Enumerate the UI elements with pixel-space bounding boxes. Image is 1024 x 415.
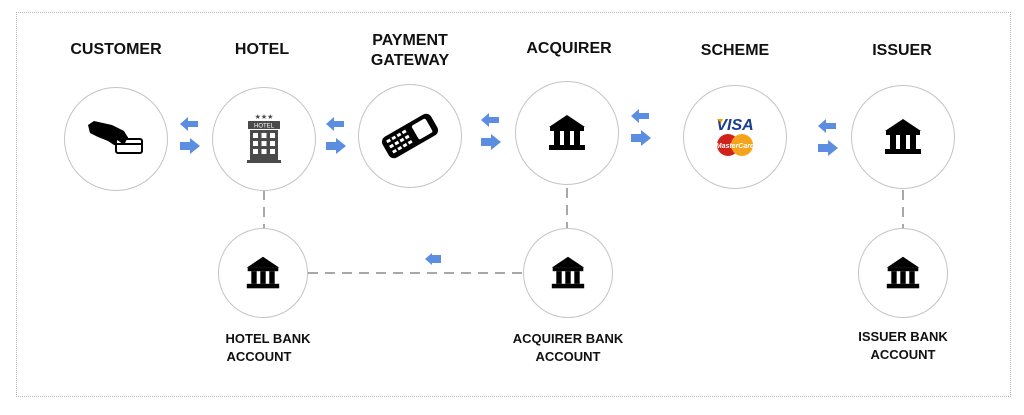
label-line: ACCOUNT bbox=[535, 349, 601, 364]
account-label-issuer-bank: ISSUER BANK ACCOUNT bbox=[823, 328, 983, 364]
node-title-issuer: ISSUER bbox=[872, 42, 932, 59]
flow-arrows-scheme-issuer bbox=[816, 118, 840, 158]
node-title-acquirer: ACQUIRER bbox=[526, 40, 612, 57]
node-acquirer bbox=[515, 81, 619, 185]
node-title-hotel: HOTEL bbox=[234, 41, 290, 58]
arrow-left-icon bbox=[326, 117, 344, 131]
diagram-frame bbox=[16, 12, 1011, 397]
account-hotel-bank bbox=[218, 228, 308, 318]
node-title-customer: CUSTOMER bbox=[70, 41, 162, 58]
label-line: HOTEL BANK bbox=[225, 331, 311, 346]
card-terminal-icon bbox=[381, 113, 439, 159]
flow-arrows-acquirer-scheme bbox=[629, 108, 653, 148]
arrow-right-icon bbox=[326, 138, 346, 154]
hand-card-icon bbox=[88, 121, 143, 154]
node-hotel: ★★★ HOTEL bbox=[212, 87, 316, 191]
arrow-right-icon bbox=[481, 134, 501, 150]
arrow-right-icon bbox=[180, 138, 200, 154]
account-issuer-bank bbox=[858, 228, 948, 318]
title-line: PAYMENT bbox=[372, 32, 448, 49]
arrow-right-icon bbox=[631, 130, 651, 146]
label-line: ACQUIRER BANK bbox=[512, 331, 624, 346]
node-scheme: VISA MasterCard bbox=[683, 85, 787, 189]
node-title-payment-gateway: PAYMENT GATEWAY bbox=[330, 31, 490, 71]
flow-arrows-customer-hotel bbox=[178, 116, 202, 156]
svg-text:HOTEL: HOTEL bbox=[254, 124, 275, 130]
settlement-arrow-left-icon bbox=[425, 253, 441, 265]
label-line: ISSUER BANK bbox=[858, 329, 948, 344]
svg-text:MasterCard: MasterCard bbox=[716, 143, 755, 150]
bank-icon bbox=[885, 119, 921, 154]
svg-text:★★★: ★★★ bbox=[255, 113, 274, 121]
node-title-scheme: SCHEME bbox=[700, 42, 770, 59]
account-label-acquirer-bank: ACQUIRER BANK ACCOUNT bbox=[488, 330, 648, 366]
visa-mastercard-icon: VISA MasterCard bbox=[716, 117, 755, 156]
title-line: GATEWAY bbox=[370, 52, 450, 69]
arrow-right-icon bbox=[818, 140, 838, 156]
flow-arrows-gateway-acquirer bbox=[479, 112, 503, 152]
label-line: ACCOUNT bbox=[870, 347, 936, 362]
node-payment-gateway bbox=[358, 84, 462, 188]
account-label-hotel-bank: HOTEL BANK ACCOUNT bbox=[188, 330, 348, 366]
bank-icon bbox=[549, 115, 585, 150]
svg-text:VISA: VISA bbox=[716, 117, 753, 134]
arrow-left-icon bbox=[481, 113, 499, 127]
node-customer bbox=[64, 87, 168, 191]
flow-arrows-hotel-gateway bbox=[324, 116, 348, 156]
node-issuer bbox=[851, 85, 955, 189]
arrow-left-icon bbox=[631, 109, 649, 123]
account-acquirer-bank bbox=[523, 228, 613, 318]
arrow-left-icon bbox=[818, 119, 836, 133]
bank-icon bbox=[886, 256, 920, 289]
hotel-building-icon: ★★★ HOTEL bbox=[247, 113, 281, 163]
label-line: ACCOUNT bbox=[226, 349, 292, 364]
arrow-left-icon bbox=[180, 117, 198, 131]
bank-icon bbox=[551, 256, 585, 289]
bank-icon bbox=[246, 256, 280, 289]
